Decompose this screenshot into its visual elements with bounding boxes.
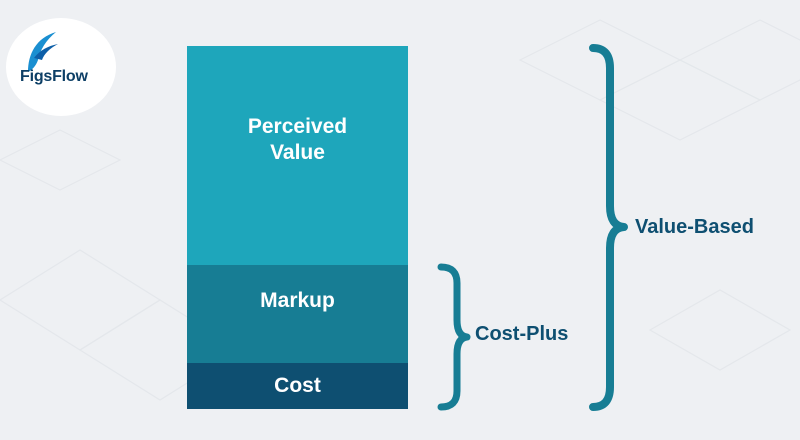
value-based-brace [589,44,628,411]
cost-plus-label: Cost-Plus [475,323,569,345]
value-based-label: Value-Based [635,216,754,238]
logo-text: FigsFlow [20,68,88,85]
segment-markup-label: Markup [260,289,335,312]
figsflow-logo-icon [28,32,58,72]
segment-markup: Markup [187,265,408,363]
pricing-stack: Perceived Value Markup Cost [187,46,408,409]
segment-perceived-value-label: Perceived Value [247,115,348,165]
logo-badge [6,18,116,116]
segment-cost-label: Cost [274,373,321,397]
segment-perceived-value: Perceived Value [187,46,408,265]
cost-plus-brace [437,263,471,411]
segment-cost: Cost [187,363,408,409]
